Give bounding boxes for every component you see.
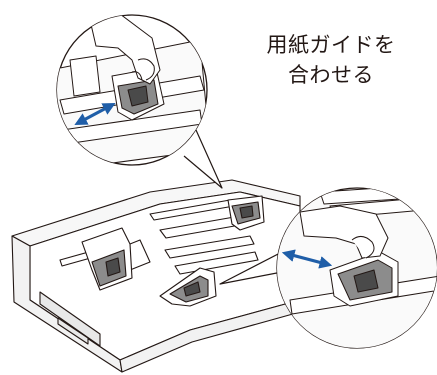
paper-tray (11, 179, 301, 373)
caption-line-2: 合わせる (288, 63, 374, 87)
double-headed-arrow-icon (74, 102, 116, 126)
double-headed-arrow-icon (281, 249, 333, 269)
instruction-caption: 用紙ガイドを 合わせる (246, 30, 416, 90)
length-guide (159, 267, 217, 307)
caption-line-1: 用紙ガイドを (266, 33, 396, 57)
zoom-callout-left (56, 14, 223, 189)
hand-sliding-guide-icon (299, 205, 389, 259)
side-guide-left (81, 227, 133, 291)
zoom-callout-right (219, 187, 437, 349)
length-guide-zoom (329, 251, 399, 307)
side-guide-zoom (111, 67, 165, 121)
back-guide (227, 195, 265, 231)
hand-pinching-guide-icon (89, 15, 161, 85)
